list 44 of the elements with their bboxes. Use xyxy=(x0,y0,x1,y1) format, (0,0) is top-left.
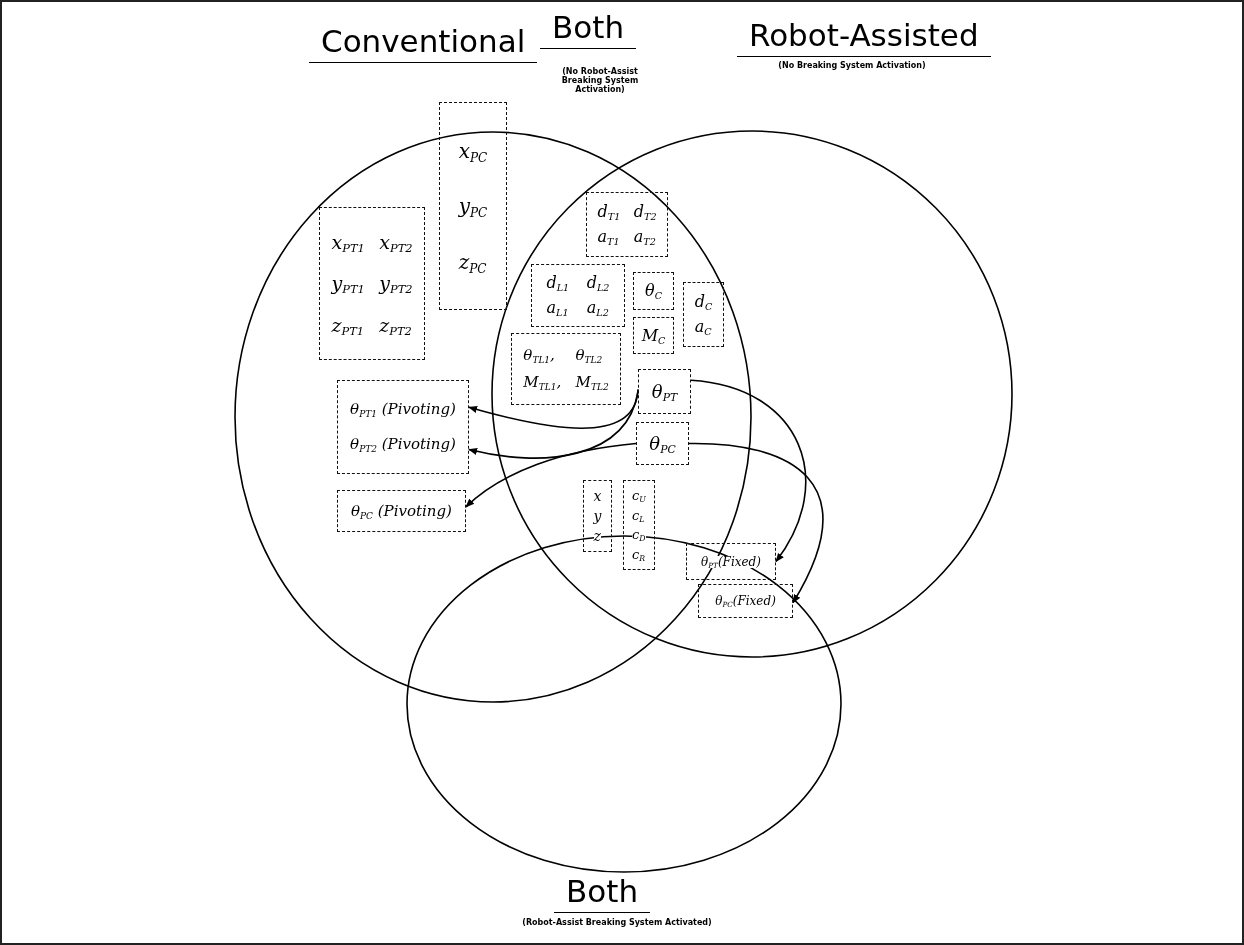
variable-box xyxy=(698,584,793,618)
variable-box xyxy=(686,543,776,580)
variable-text: θ$_{PC}$ (Pivoting) xyxy=(351,503,452,519)
variable-box xyxy=(337,380,469,474)
curved-arrow xyxy=(468,390,639,459)
variable-text: θ$_{PC}$(Fixed) xyxy=(715,595,776,607)
curved-arrow xyxy=(688,442,824,604)
variable-text: θ$_{PT2}$ (Pivoting) xyxy=(350,436,456,452)
variable-text: θ$_{C}$ xyxy=(645,283,662,299)
set-heading: Robot-Assisted xyxy=(737,18,991,57)
variable-box xyxy=(633,272,674,310)
variable-text: θ$_{PT}$ xyxy=(651,382,678,401)
variable-box xyxy=(439,102,507,310)
variable-box xyxy=(633,317,674,354)
variable-text: M$_{TL1}$, xyxy=(523,375,562,390)
variable-box xyxy=(586,192,668,257)
variable-box xyxy=(319,207,425,360)
variable-text: M$_{C}$ xyxy=(641,327,666,344)
variable-box xyxy=(623,480,655,570)
variable-box xyxy=(583,480,612,552)
variable-text: d$_{L2}$ xyxy=(586,275,610,292)
variable-box xyxy=(337,490,466,532)
variable-box xyxy=(683,282,724,347)
variable-text: θ$_{PT}$(Fixed) xyxy=(701,555,761,568)
curved-arrow xyxy=(465,442,637,508)
set-note: (No Breaking System Activation) xyxy=(777,61,927,71)
set-heading: Conventional xyxy=(309,24,538,63)
variable-box xyxy=(636,422,689,465)
variable-text: d$_{L1}$ xyxy=(546,275,570,292)
variable-text: d$_{C}$ xyxy=(694,294,713,310)
set-note: (No Robot-Assist Breaking System Activation) xyxy=(560,67,640,95)
set-note: (Robot-Assist Breaking System Activated) xyxy=(521,918,713,928)
variable-box xyxy=(638,369,691,414)
variable-box xyxy=(511,333,621,405)
variable-text: θ$_{PT1}$ (Pivoting) xyxy=(350,402,456,418)
curved-arrow xyxy=(690,379,807,563)
variable-box xyxy=(531,264,625,327)
variable-text: M$_{TL2}$ xyxy=(575,375,609,390)
variable-text: d$_{T2}$ xyxy=(633,204,657,220)
variable-text: θ$_{PC}$ xyxy=(649,434,676,453)
set-heading: Both xyxy=(554,874,651,913)
variable-text: d$_{T1}$ xyxy=(597,204,621,220)
set-heading: Both xyxy=(540,10,637,49)
curved-arrow xyxy=(468,388,639,429)
